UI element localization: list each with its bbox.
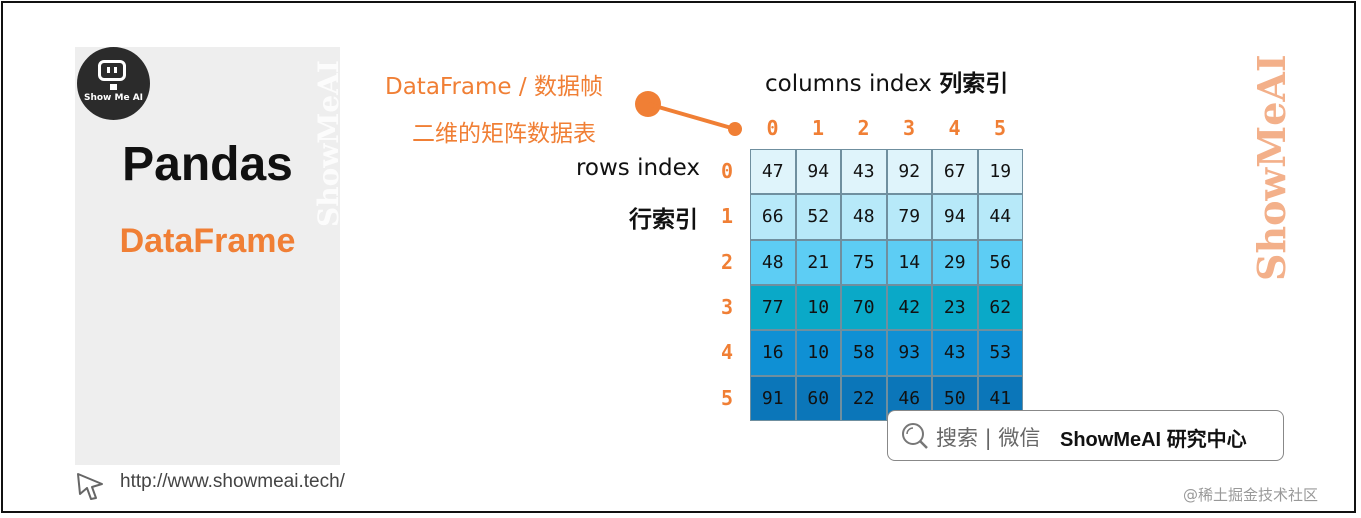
columns-index-en: columns index — [765, 71, 932, 97]
row-index-label: 5 — [720, 385, 734, 410]
matrix-cell: 91 — [750, 375, 796, 421]
column-index-label: 2 — [857, 116, 870, 140]
column-index-label: 1 — [811, 116, 825, 140]
columns-index-cn: 列索引 — [939, 71, 1009, 97]
matrix-cell: 60 — [795, 375, 841, 421]
row-index-label: 4 — [720, 340, 734, 365]
row-index-label: 3 — [720, 294, 734, 319]
robot-face-icon — [98, 60, 126, 81]
matrix-cell: 79 — [886, 194, 932, 240]
matrix-cell: 93 — [886, 330, 932, 376]
matrix-cell: 23 — [932, 284, 978, 331]
matrix-cell: 44 — [977, 194, 1023, 240]
matrix-cell: 10 — [795, 330, 841, 376]
page-subtitle: DataFrame — [119, 222, 296, 260]
matrix-cell: 16 — [750, 330, 796, 376]
matrix-cell: 94 — [795, 149, 841, 195]
matrix-cell: 19 — [977, 149, 1023, 195]
showmeai-logo: Show Me AI — [77, 47, 150, 120]
matrix-cell: 70 — [841, 284, 887, 331]
connector-line — [647, 102, 736, 131]
cursor-icon — [77, 473, 103, 500]
matrix-cell: 66 — [750, 194, 796, 240]
row-index-label: 2 — [720, 249, 734, 274]
column-index-label: 5 — [993, 116, 1007, 140]
label-connector — [635, 91, 742, 136]
row-index-label: 0 — [720, 159, 734, 183]
logo-text: Show Me AI — [83, 93, 144, 103]
watermark-right: ShowMeAI — [1249, 54, 1294, 281]
juejin-credit: @稀土掘金技术社区 — [1183, 486, 1319, 504]
search-placeholder: 搜索 | 微信 — [936, 426, 1041, 450]
matrix-cell: 52 — [795, 194, 841, 240]
matrix-cell: 75 — [841, 239, 887, 285]
matrix-cell: 21 — [795, 239, 841, 285]
matrix-cell: 48 — [841, 194, 887, 240]
column-index-label: 3 — [902, 116, 916, 140]
search-brand: ShowMeAI 研究中心 — [1060, 423, 1247, 452]
matrix-cell: 10 — [795, 284, 841, 331]
matrix-cell: 62 — [977, 284, 1023, 331]
matrix-label: 二维的矩阵数据表 — [412, 121, 596, 147]
matrix-cell: 53 — [977, 330, 1023, 376]
search-icon — [902, 423, 928, 449]
matrix-cell: 58 — [841, 330, 887, 376]
search-brand-en: ShowMeAI — [1060, 429, 1162, 451]
matrix-cell: 94 — [932, 194, 978, 240]
rows-index-label: rows index — [575, 155, 700, 181]
website-url[interactable]: http://www.showmeai.tech/ — [120, 471, 345, 492]
wechat-search-box[interactable]: 搜索 | 微信 ShowMeAI 研究中心 — [887, 410, 1284, 461]
matrix-cell: 42 — [886, 284, 932, 331]
search-brand-cn: 研究中心 — [1166, 427, 1247, 451]
connector-end-dot — [728, 122, 742, 136]
dataframe-label: DataFrame / 数据帧 — [385, 74, 603, 100]
matrix-cell: 43 — [932, 330, 978, 376]
page-title: Pandas — [122, 138, 293, 191]
matrix-cell: 67 — [932, 149, 978, 195]
matrix-cell: 48 — [750, 239, 796, 285]
matrix-cell: 56 — [977, 239, 1023, 285]
matrix-cell: 43 — [841, 149, 887, 195]
matrix-cell: 92 — [886, 149, 932, 195]
column-index-label: 0 — [766, 116, 779, 140]
watermark-right-text: ShowMeAI — [1249, 54, 1294, 281]
watermark-left-text: ShowMeAI — [312, 60, 345, 227]
watermark-left: ShowMeAI — [312, 60, 345, 227]
robot-stand — [110, 84, 117, 90]
row-index-label: 1 — [720, 204, 734, 229]
column-index-label: 4 — [948, 116, 961, 140]
matrix-cell: 29 — [932, 239, 978, 285]
matrix-cell: 14 — [886, 239, 932, 285]
rows-index-cn: 行索引 — [629, 207, 698, 233]
matrix-cell: 22 — [841, 375, 887, 421]
columns-index-label: columns index 列索引 — [765, 64, 1008, 98]
matrix-cell: 77 — [750, 284, 796, 331]
matrix-cell: 47 — [750, 149, 796, 195]
